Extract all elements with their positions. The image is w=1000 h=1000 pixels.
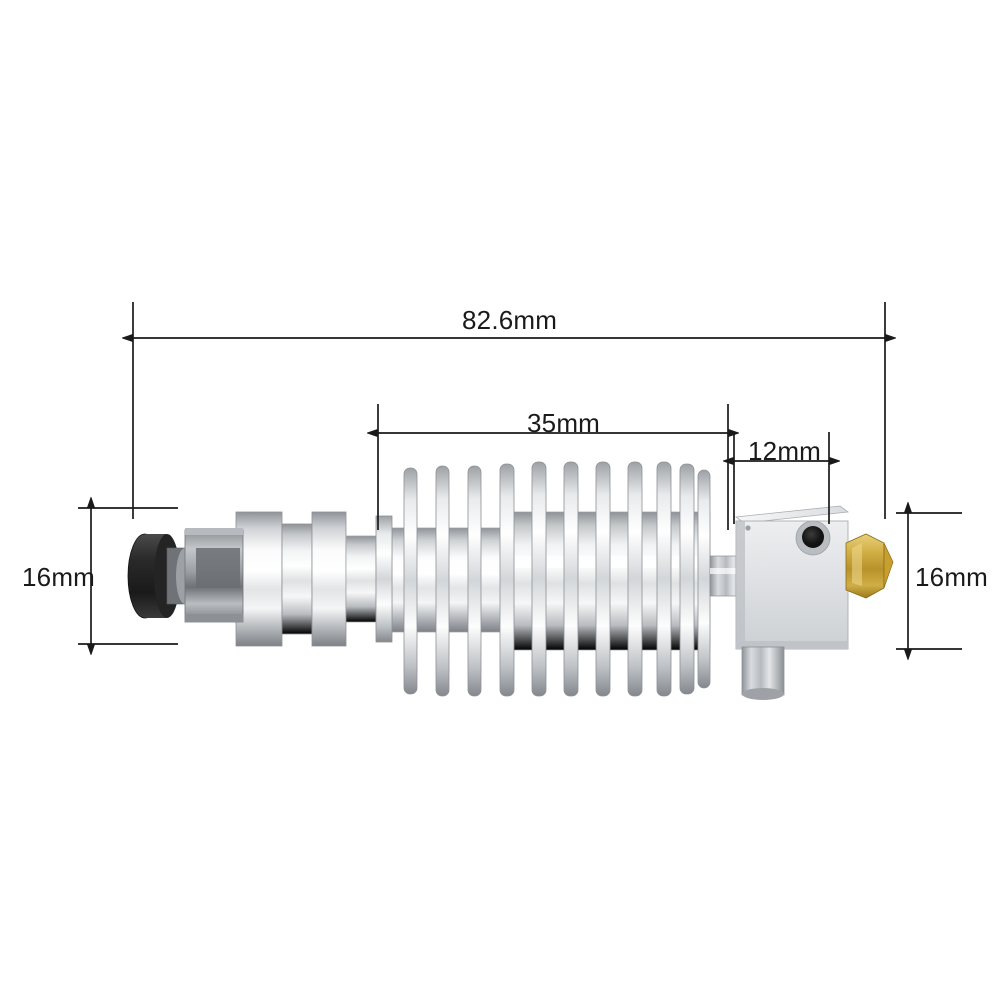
- heater-cartridge: [741, 646, 785, 700]
- heatsink-collars: [235, 511, 393, 647]
- pneumatic-ptfe-coupler: [127, 528, 244, 623]
- thermistor-port: [795, 520, 831, 556]
- heater-block: [734, 505, 850, 650]
- fin: [679, 463, 695, 695]
- dimension-label-heater-block-height: 16mm: [915, 562, 989, 592]
- fin: [656, 461, 672, 697]
- fin: [563, 461, 579, 697]
- dimension-label-heater-block-width: 12mm: [748, 436, 822, 466]
- fin: [435, 465, 450, 697]
- hotend-assembly: [127, 461, 894, 700]
- fin: [697, 469, 711, 689]
- fin: [403, 467, 418, 695]
- dimension-lines: [78, 302, 962, 649]
- set-screw-icon: [745, 525, 751, 531]
- dimension-label-heatsink-length: 35mm: [527, 408, 601, 438]
- heatsink-fins: [403, 461, 711, 697]
- brass-nozzle: [845, 533, 894, 599]
- fin: [627, 461, 643, 697]
- fin: [467, 465, 482, 697]
- dimension-label-coupler-height: 16mm: [22, 562, 96, 592]
- hex-nut: [184, 528, 244, 623]
- fin: [595, 461, 611, 697]
- fin: [499, 463, 515, 697]
- dimension-label-overall-length: 82.6mm: [462, 305, 558, 335]
- fin: [531, 461, 547, 697]
